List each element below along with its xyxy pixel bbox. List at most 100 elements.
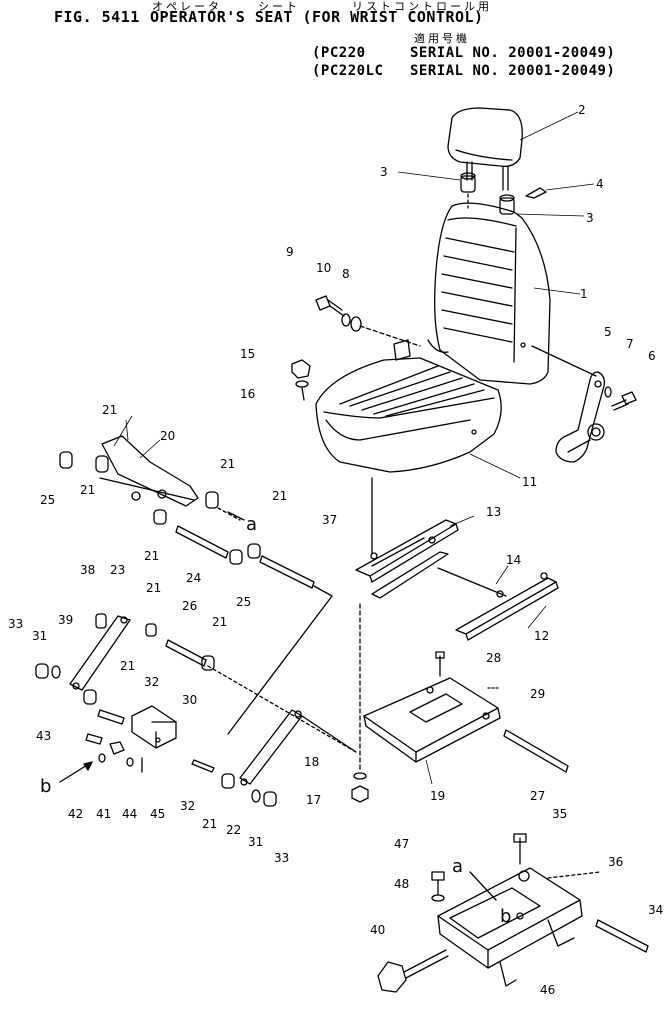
callout-b1: b bbox=[40, 776, 51, 797]
callout-6: 6 bbox=[648, 349, 656, 363]
pin-32 bbox=[97, 709, 125, 725]
callout-33b: 33 bbox=[274, 851, 289, 865]
callout-5: 5 bbox=[604, 325, 612, 339]
bushing-33 bbox=[35, 663, 49, 679]
headrest bbox=[447, 107, 523, 191]
link-bracket-20 bbox=[99, 435, 199, 507]
washer-8 bbox=[350, 316, 362, 332]
callout-38: 38 bbox=[80, 563, 95, 577]
lower-base-46 bbox=[437, 867, 583, 987]
bolt-35 bbox=[513, 833, 527, 843]
callout-14: 14 bbox=[506, 553, 521, 567]
bolt-9 bbox=[315, 295, 345, 317]
serial-range-1: SERIAL NO. 20001-20049) bbox=[410, 45, 616, 61]
shaft-26 bbox=[165, 639, 207, 667]
rod-37 bbox=[259, 555, 315, 589]
bushing-21c bbox=[153, 509, 167, 525]
bushing-21h bbox=[221, 773, 235, 789]
callout-45: 45 bbox=[150, 807, 165, 821]
shaft-24 bbox=[175, 525, 229, 559]
callout-37: 37 bbox=[322, 513, 337, 527]
callout-21d: 21 bbox=[272, 489, 287, 503]
serial-model-1: (PC220 bbox=[312, 45, 366, 61]
applicable-serial-label: 適用号機 bbox=[414, 32, 470, 45]
nut-17 bbox=[351, 785, 369, 803]
callout-21h: 21 bbox=[120, 659, 135, 673]
callout-27: 27 bbox=[530, 789, 545, 803]
washer-31 bbox=[51, 665, 61, 679]
serial-range-2: SERIAL NO. 20001-20049) bbox=[410, 63, 616, 79]
recline-lever bbox=[555, 371, 606, 463]
washer-31b bbox=[251, 789, 261, 803]
serial-model-2: (PC220LC bbox=[312, 63, 384, 79]
kana-operator: オペレータ bbox=[152, 0, 222, 13]
callout-48: 48 bbox=[394, 877, 409, 891]
callout-25b: 25 bbox=[236, 595, 251, 609]
callout-3a: 3 bbox=[380, 165, 388, 179]
callout-44: 44 bbox=[122, 807, 137, 821]
nut-41 bbox=[109, 741, 125, 755]
washer-48 bbox=[431, 894, 445, 902]
callout-21g: 21 bbox=[212, 615, 227, 629]
callout-47: 47 bbox=[394, 837, 409, 851]
callout-46: 46 bbox=[540, 983, 555, 997]
callout-43: 43 bbox=[36, 729, 51, 743]
callout-1: 1 bbox=[580, 287, 588, 301]
callout-33a: 33 bbox=[8, 617, 23, 631]
figure-number: FIG. 5411 bbox=[54, 8, 140, 26]
callout-9: 9 bbox=[286, 245, 294, 259]
bolt-9-axis bbox=[359, 325, 421, 347]
slide-rail-13 bbox=[355, 519, 459, 599]
callout-25a: 25 bbox=[40, 493, 55, 507]
headrest-guide-left bbox=[460, 172, 476, 209]
knob-40 bbox=[377, 949, 449, 993]
callout-2: 2 bbox=[578, 103, 586, 117]
bolt-28 bbox=[435, 651, 445, 659]
callout-b2: b bbox=[500, 906, 511, 927]
leader-5-line bbox=[531, 345, 597, 377]
nut-15 bbox=[291, 359, 311, 379]
callout-42: 42 bbox=[68, 807, 83, 821]
callout-30: 30 bbox=[182, 693, 197, 707]
bushing-33b bbox=[263, 791, 277, 807]
washer-10 bbox=[341, 313, 351, 327]
bolt-38 bbox=[95, 613, 107, 629]
callout-21i: 21 bbox=[202, 817, 217, 831]
callout-11: 11 bbox=[522, 475, 537, 489]
callout-39: 39 bbox=[58, 613, 73, 627]
bushing-21e bbox=[145, 623, 157, 637]
callout-31b: 31 bbox=[248, 835, 263, 849]
kana-seat: シート bbox=[258, 0, 300, 13]
callout-a1: a bbox=[246, 514, 257, 535]
bushing-21g bbox=[83, 689, 97, 705]
callout-3b: 3 bbox=[586, 211, 594, 225]
bushing-21f bbox=[201, 655, 215, 671]
bar-34 bbox=[595, 919, 649, 953]
bolt-6 bbox=[611, 391, 637, 411]
callout-24: 24 bbox=[186, 571, 201, 585]
washer-7 bbox=[604, 386, 612, 398]
callout-13: 13 bbox=[486, 505, 501, 519]
callout-32b: 32 bbox=[180, 799, 195, 813]
callout-10: 10 bbox=[316, 261, 331, 275]
link-22 bbox=[239, 709, 303, 786]
bushing-25b bbox=[229, 549, 243, 565]
callout-29: 29 bbox=[530, 687, 545, 701]
callout-4: 4 bbox=[596, 177, 604, 191]
bushing-21d bbox=[247, 543, 261, 559]
callout-28: 28 bbox=[486, 651, 501, 665]
callout-21f: 21 bbox=[146, 581, 161, 595]
link-23 bbox=[69, 615, 131, 691]
bolt-47 bbox=[431, 871, 445, 881]
washer-42 bbox=[98, 753, 106, 763]
callout-35: 35 bbox=[552, 807, 567, 821]
washer-16 bbox=[295, 380, 309, 388]
callout-23: 23 bbox=[110, 563, 125, 577]
callout-16: 16 bbox=[240, 387, 255, 401]
callout-41: 41 bbox=[96, 807, 111, 821]
callout-21b: 21 bbox=[80, 483, 95, 497]
callout-22: 22 bbox=[226, 823, 241, 837]
callout-31a: 31 bbox=[32, 629, 47, 643]
